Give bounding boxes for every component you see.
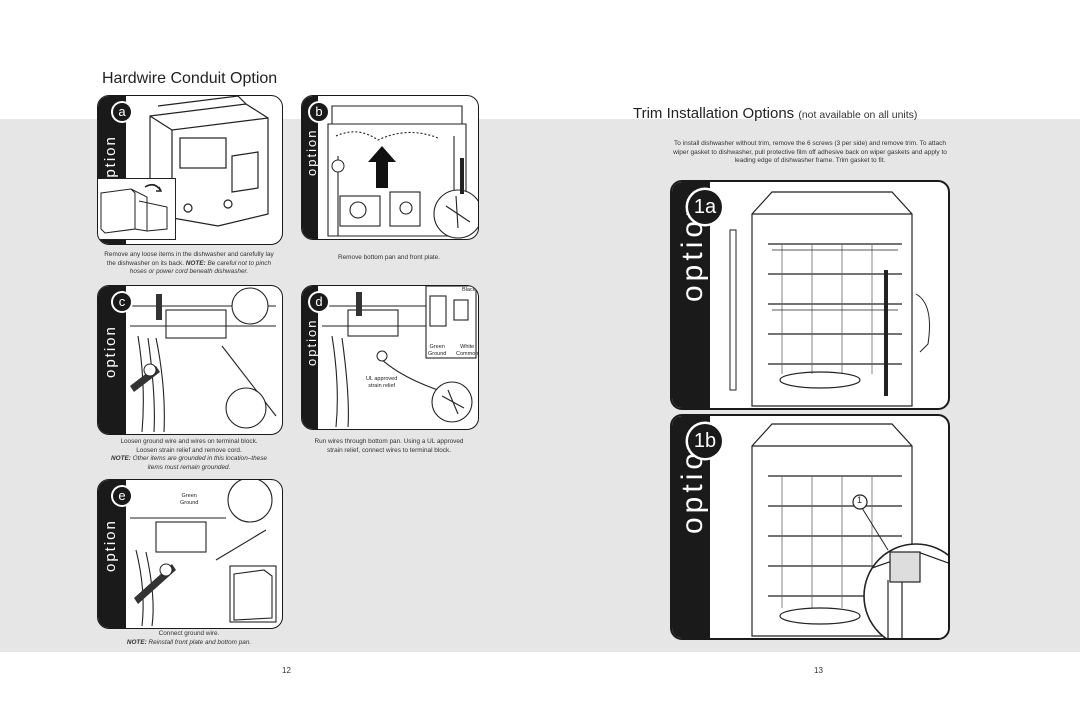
panel-b: option b [301,95,479,240]
hardwire-conduit-title: Hardwire Conduit Option [102,70,278,87]
page-number-right: 13 [814,666,823,675]
panel-c-option-label: option [102,325,119,378]
trim-intro-text: To install dishwasher without trim, remo… [673,140,947,165]
panel-a: option a [97,95,283,245]
trim-title-main: Trim Installation Options [633,105,795,122]
panel-c-caption-line4: items must remain grounded. [147,463,231,471]
callout-1-label: 1 [857,495,863,505]
panel-e-caption-line2: NOTE: Reinstall front plate and bottom p… [126,638,252,646]
label-black: Black [462,287,476,293]
panel-1b: option 1 1b [670,414,950,640]
panel-c-caption-line2: Loosen strain relief and remove cord. [136,446,242,454]
laying-dishwasher-inset-illustration [100,183,168,234]
page-number-left: 12 [282,666,291,675]
panel-c-caption-line3: NOTE: Other items are grounded in this l… [111,455,267,463]
panel-b-caption: Remove bottom pan and front plate. [338,254,440,261]
run-wires-illustration [322,286,477,428]
trim-installation-title: Trim Installation Options (not available… [633,105,917,122]
connect-ground-wire-illustration [130,480,277,627]
panel-e-option-label: option [102,519,119,572]
panel-1b-badge: 1b [688,424,722,458]
panel-a-caption: Remove any loose items in the dishwasher… [86,251,292,277]
panel-b-option-label: option [304,128,319,176]
panel-a-caption-line1: Remove any loose items in the dishwasher… [104,251,274,258]
panel-c-caption: Loosen ground wire and wires on terminal… [86,438,292,472]
panel-b-tab [302,96,318,239]
panel-c: option c [97,285,283,435]
panel-1a-badge: 1a [688,190,722,224]
panel-a-badge: a [113,103,131,121]
panel-d-caption: Run wires through bottom pan. Using a UL… [300,438,478,455]
panel-d-option-label: option [304,318,319,366]
remove-bottom-pan-illustration [327,105,478,239]
panel-c-caption-line1: Loosen ground wire and wires on terminal… [120,438,258,445]
loosen-ground-wire-illustration [130,287,277,433]
panel-d-tab [302,286,318,429]
panel-1a: option 1a [670,180,950,410]
panel-d-caption-line1: Run wires through bottom pan. Using a UL… [314,438,464,445]
panel-c-badge: c [113,293,131,311]
dishwasher-trim-removal-illustration [729,191,930,407]
dishwasher-wiper-gasket-illustration [751,423,948,638]
panel-d-badge: d [310,293,328,311]
trim-title-note: (not available on all units) [798,109,918,121]
panel-d-caption-line2: strain relief, connect wires to terminal… [327,446,451,454]
panel-e-caption-line1: Connect ground wire. [158,630,220,637]
inset-box-a [98,178,176,240]
panel-a-caption-line2: the dishwasher on its back. NOTE: Be car… [106,259,272,267]
panel-e-caption: Connect ground wire. NOTE: Reinstall fro… [86,630,292,647]
panel-b-badge: b [310,103,328,121]
panel-a-caption-line3: hoses or power cord beneath dishwasher. [129,268,249,276]
panel-e-badge: e [113,487,131,505]
